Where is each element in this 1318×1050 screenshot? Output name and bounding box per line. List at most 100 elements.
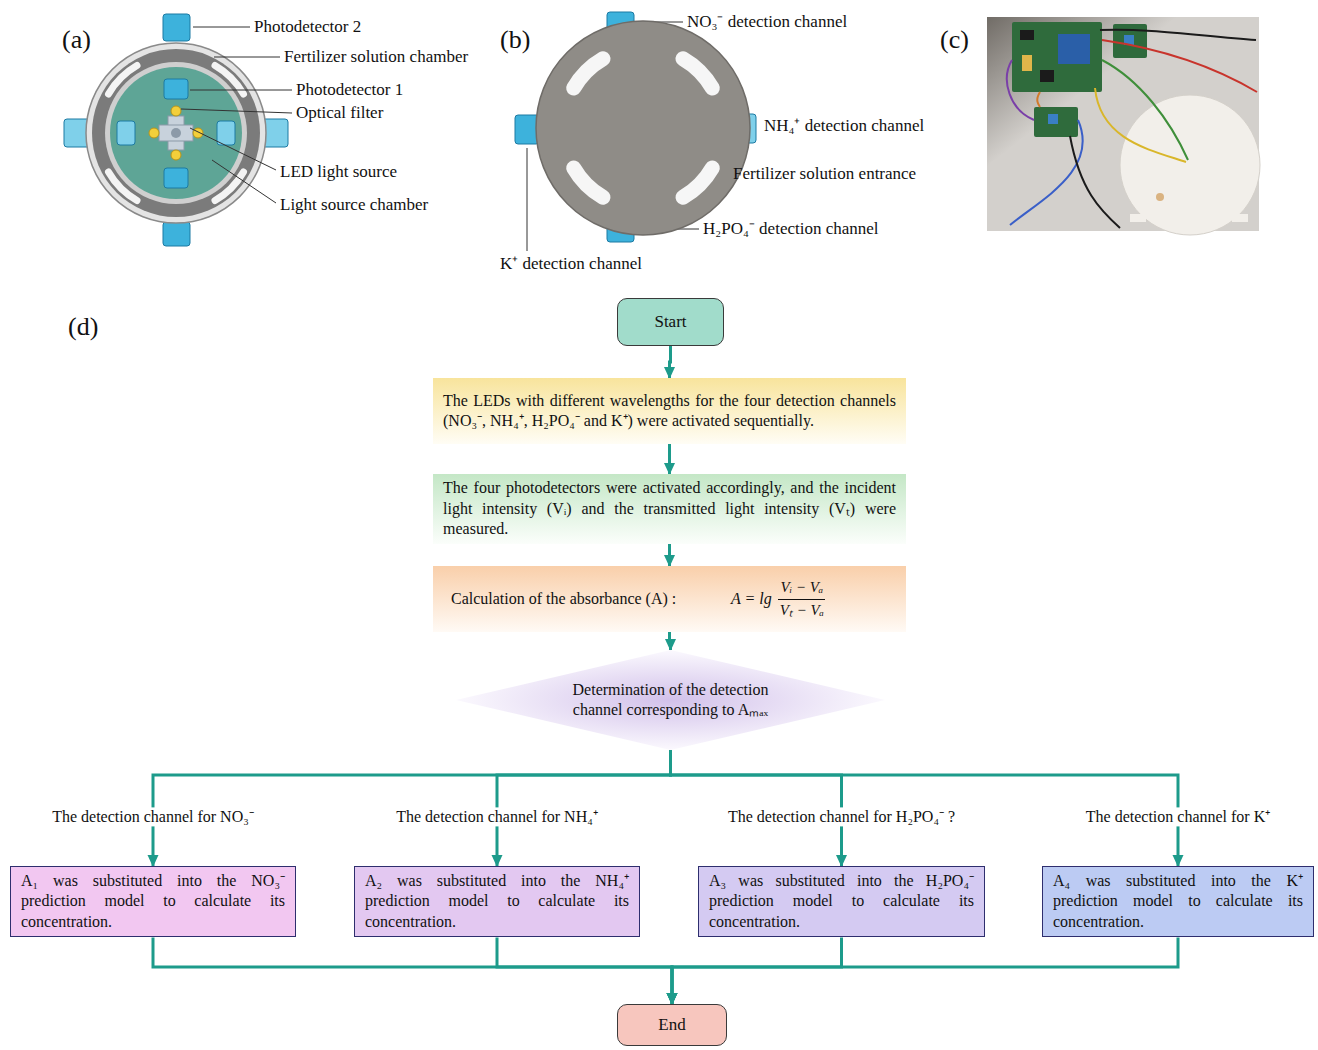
flow-arrow	[670, 346, 671, 378]
part-label: NH₄⁺ detection channel	[764, 116, 924, 136]
sensor-top-view	[171, 150, 181, 160]
part-label: Photodetector 1	[296, 80, 403, 100]
sensor-top-view	[163, 14, 190, 41]
sensor-top-view	[171, 106, 181, 116]
sensor-top-view	[193, 128, 203, 138]
leader-line	[193, 27, 250, 28]
process-box: The LEDs with different wavelengths for …	[433, 378, 906, 444]
flow-arrow	[497, 937, 672, 1004]
sensor-top-view	[164, 168, 188, 188]
end-terminal: End	[617, 1004, 727, 1046]
leader-line	[190, 90, 292, 91]
prototype-photo	[1102, 60, 1188, 160]
prototype-photo	[1012, 22, 1102, 92]
branch-label: The detection channel for NO₃⁻	[49, 807, 257, 826]
channel-disc-view	[515, 12, 756, 242]
node-text: A₂ was substituted into the NH₄⁺ predict…	[365, 871, 629, 932]
fraction: Vᵢ − VₐVₜ − Vₐ	[778, 578, 826, 619]
prototype-photo	[1020, 30, 1034, 40]
prototype-photo	[1022, 55, 1032, 71]
node-text: A₄ was substituted into the K⁺ predictio…	[1053, 871, 1303, 932]
prototype-photo	[987, 17, 1260, 235]
sensor-top-view	[92, 49, 260, 217]
part-label: Fertilizer solution entrance	[733, 164, 916, 184]
part-label: Fertilizer solution chamber	[284, 47, 468, 67]
prototype-photo	[1010, 120, 1083, 225]
leader-line	[214, 57, 280, 58]
panel-letter: (d)	[68, 311, 98, 342]
formula-text: Vₜ − Vₐ	[778, 600, 826, 620]
model-box: A₃ was substituted into the H₂PO₄⁻ predi…	[698, 866, 985, 937]
part-label: K⁺ detection channel	[500, 254, 642, 274]
sensor-top-view	[217, 121, 235, 145]
diamond-outline	[456, 650, 885, 750]
flow-arrow	[672, 937, 1178, 1004]
sensor-top-view	[64, 14, 288, 246]
sensor-top-view	[164, 79, 188, 99]
leader-line	[181, 109, 292, 113]
decision-text: Determination of the detection channel c…	[553, 680, 789, 721]
flow-arrow	[672, 937, 842, 1004]
node-text: Calculation of the absorbance (A) :	[451, 589, 676, 609]
prototype-photo	[1070, 136, 1120, 228]
prototype-photo	[1130, 214, 1146, 222]
model-box: A₂ was substituted into the NH₄⁺ predict…	[354, 866, 640, 937]
calculation-box: Calculation of the absorbance (A) : A = l…	[433, 566, 906, 632]
sensor-top-view	[110, 67, 242, 199]
part-label: Photodetector 2	[254, 17, 361, 37]
channel-disc-view	[574, 59, 603, 88]
branch-label: The detection channel for H₂PO₄⁻ ?	[725, 807, 958, 826]
sensor-top-view	[159, 125, 193, 141]
node-text: A₃ was substituted into the H₂PO₄⁻ predi…	[709, 871, 974, 932]
node-text: The four photodetectors were activated a…	[443, 478, 896, 539]
start-terminal: Start	[617, 298, 724, 346]
sensor-top-view	[105, 62, 247, 204]
formula-text: A = lg	[731, 589, 772, 609]
prototype-photo	[1058, 34, 1090, 64]
node-text: The LEDs with different wavelengths for …	[443, 391, 896, 432]
channel-disc-view	[574, 168, 603, 197]
flow-arrow	[670, 632, 671, 650]
prototype-photo	[1040, 70, 1054, 82]
prototype-photo	[1095, 88, 1186, 162]
prototype-photo	[1048, 114, 1058, 124]
part-label: H₂PO₄⁻ detection channel	[703, 219, 879, 239]
sensor-top-view	[171, 128, 181, 138]
prototype-photo	[1034, 107, 1078, 137]
sensor-top-view	[163, 222, 190, 246]
decision-diamond: Determination of the detection channel c…	[456, 650, 885, 750]
model-box: A₁ was substituted into the NO₃⁻ predict…	[10, 866, 296, 937]
formula: A = lg Vᵢ − VₐVₜ − Vₐ	[731, 578, 826, 619]
sensor-top-view	[117, 121, 135, 145]
leader-line	[190, 128, 276, 170]
node-text: A₁ was substituted into the NO₃⁻ predict…	[21, 871, 285, 932]
flow-arrow	[668, 444, 671, 474]
prototype-photo	[1102, 40, 1257, 92]
diamond-shape	[456, 650, 885, 750]
prototype-photo	[1037, 92, 1040, 107]
part-label: Light source chamber	[280, 195, 428, 215]
flow-arrow	[153, 937, 672, 1004]
channel-disc-view	[536, 21, 750, 235]
node-text: End	[628, 1014, 716, 1036]
prototype-photo	[1120, 95, 1260, 235]
panel-letter: (c)	[940, 24, 969, 55]
formula-text: Vᵢ − Vₐ	[778, 578, 825, 599]
sensor-top-view	[149, 128, 159, 138]
prototype-photo	[1100, 30, 1256, 40]
panel-letter: (a)	[62, 24, 91, 55]
part-label: NO₃⁻ detection channel	[687, 12, 847, 32]
node-text: Start	[628, 311, 713, 333]
leader-line	[527, 148, 528, 251]
process-box: The four photodetectors were activated a…	[433, 474, 906, 544]
prototype-photo	[1156, 193, 1164, 201]
prototype-photo	[1007, 60, 1034, 120]
model-box: A₄ was substituted into the K⁺ predictio…	[1042, 866, 1314, 937]
channel-disc-view	[683, 59, 712, 88]
leader-line	[212, 160, 276, 203]
branch-label: The detection channel for K⁺	[1083, 807, 1273, 826]
part-label: Optical filter	[296, 103, 383, 123]
prototype-photo	[1232, 214, 1248, 222]
part-label: LED light source	[280, 162, 397, 182]
